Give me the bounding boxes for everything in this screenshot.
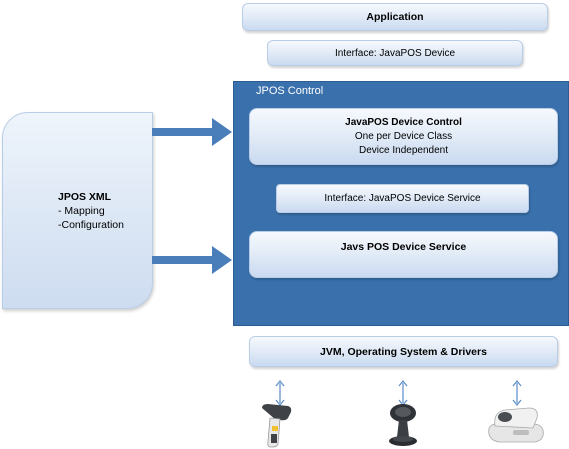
device-service-label: Javs POS Device Service (340, 241, 467, 253)
interface-javapos-device-box: Interface: JavaPOS Device (267, 40, 523, 66)
jvm-os-drivers-box: JVM, Operating System & Drivers (249, 336, 558, 367)
presentation-scanner-icon (389, 404, 417, 446)
interface-javapos-device-service-box: Interface: JavaPOS Device Service (276, 184, 529, 213)
cordless-scanner-cradle-icon (488, 407, 544, 443)
device-control-title: JavaPOS Device Control (345, 116, 462, 128)
jvm-os-drivers-label: JVM, Operating System & Drivers (320, 345, 487, 358)
device-control-line2: Device Independent (359, 144, 448, 156)
arrow-to-device-control-icon (152, 118, 232, 146)
interface-device-service-label: Interface: JavaPOS Device Service (324, 193, 481, 204)
jpos-xml-item-mapping: - Mapping (58, 205, 105, 217)
jpos-xml-title: JPOS XML (58, 191, 112, 203)
jpos-xml-item-configuration: -Configuration (58, 219, 124, 231)
jpos-xml-text: JPOS XML - Mapping -Configuration (58, 190, 124, 232)
jpos-xml-box (2, 112, 153, 309)
application-box: Application (242, 3, 548, 31)
handheld-scanner-icon (262, 404, 292, 448)
device-control-line1: One per Device Class (354, 130, 453, 142)
javapos-device-service-box: Javs POS Device Service (249, 231, 558, 278)
javapos-device-control-box: JavaPOS Device Control One per Device Cl… (249, 108, 558, 165)
bidirectional-arrow-icon (275, 380, 285, 406)
bidirectional-arrow-icon (512, 380, 522, 406)
jpos-control-title: JPOS Control (256, 85, 324, 97)
interface-javapos-device-label: Interface: JavaPOS Device (334, 47, 456, 59)
application-label: Application (366, 11, 424, 23)
arrow-to-device-service-icon (152, 246, 232, 274)
